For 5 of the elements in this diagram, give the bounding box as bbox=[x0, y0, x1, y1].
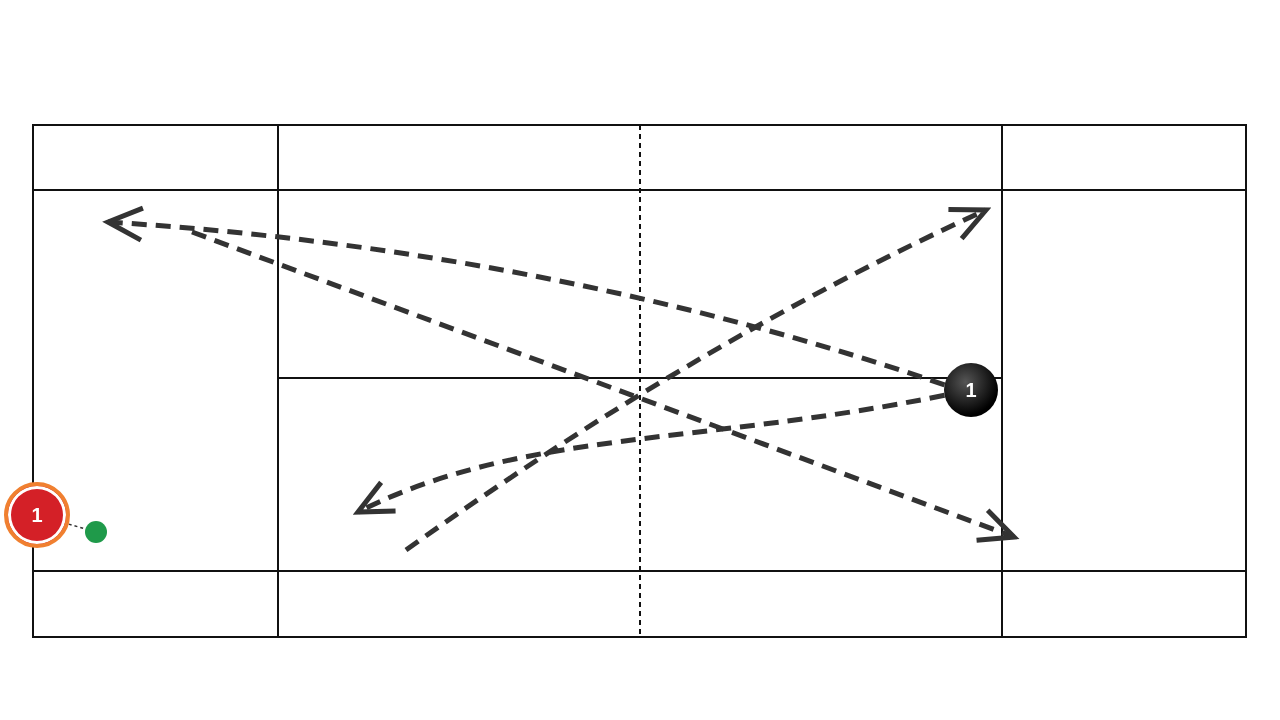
dashed-arrow bbox=[355, 392, 945, 515]
player-marker: 1 bbox=[4, 482, 70, 548]
ball bbox=[85, 521, 107, 543]
dashed-arrow bbox=[105, 206, 946, 388]
player-marker: 1 bbox=[944, 363, 998, 417]
